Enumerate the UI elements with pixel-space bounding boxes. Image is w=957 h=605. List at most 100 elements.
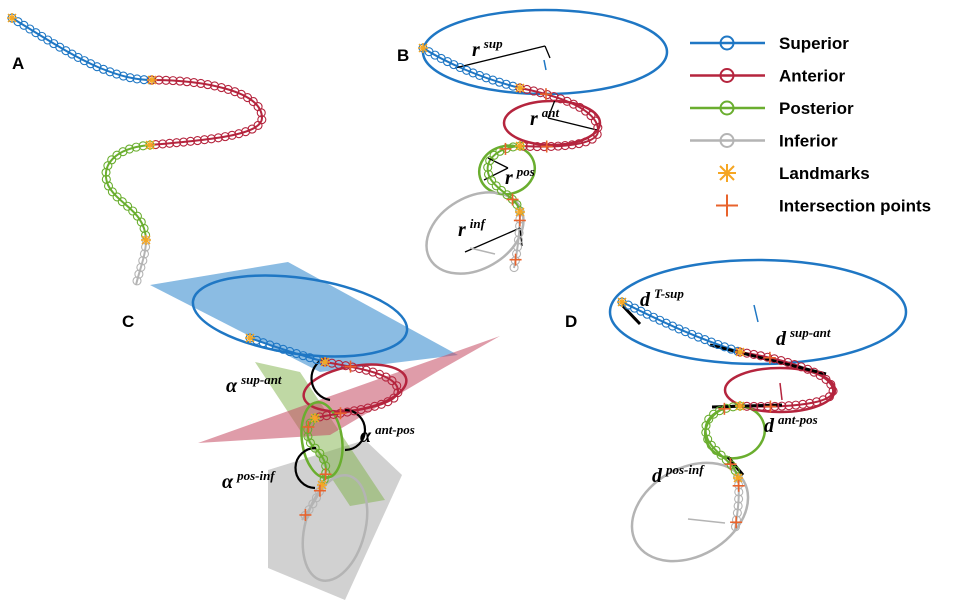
- panel-label-a: A: [12, 54, 24, 73]
- curve-point-marker: [574, 139, 584, 149]
- curve-point-marker: [468, 68, 478, 78]
- intersection-marker: [506, 193, 519, 206]
- curve-point-marker: [701, 427, 711, 438]
- curve-point-marker: [719, 342, 730, 352]
- curve-point-marker: [586, 111, 596, 121]
- curve-point-marker: [227, 130, 237, 140]
- curve-point-marker: [278, 344, 288, 354]
- intersection-marker: [299, 508, 312, 521]
- legend-asterisk-icon: [718, 164, 736, 182]
- landmark-marker: [310, 413, 320, 423]
- radius-line-inf: [464, 227, 521, 253]
- curve-point-marker: [310, 443, 320, 453]
- curve-point-marker: [98, 64, 108, 74]
- curve-point-marker: [513, 235, 523, 245]
- legend-circle-marker: [719, 35, 735, 51]
- intersection-marker: [764, 400, 777, 413]
- curve-point-marker: [182, 77, 192, 87]
- panel-c-superior-segment: [249, 337, 326, 363]
- intersection-marker: [732, 479, 745, 492]
- intersection-marker: [334, 407, 347, 420]
- curve-point-marker: [117, 197, 127, 207]
- curve-point-marker: [687, 329, 697, 339]
- curve-point-marker: [483, 162, 493, 172]
- legend-circle-marker: [719, 133, 735, 148]
- curve-point-marker: [811, 397, 822, 407]
- curve-point-marker: [535, 88, 546, 98]
- curve-point-marker: [501, 79, 511, 89]
- curve-point-marker: [165, 138, 175, 148]
- panel-d-anterior-fit: [723, 366, 837, 414]
- curve-point-marker: [791, 400, 801, 410]
- legend-item: Anterior: [690, 67, 846, 86]
- curve-point-marker: [168, 76, 178, 86]
- legend-item: Posterior: [690, 99, 854, 118]
- curve-point-marker: [513, 242, 523, 252]
- legend-item: Superior: [690, 34, 849, 53]
- curve-point-marker: [680, 327, 690, 337]
- panel-b-posterior-fit: [477, 144, 537, 196]
- curve-point-marker: [206, 134, 216, 144]
- curve-point-marker: [230, 87, 240, 97]
- curve-point-marker: [322, 411, 332, 421]
- curve-point-marker: [509, 263, 519, 273]
- curve-point-marker: [199, 135, 209, 145]
- curve-point-marker: [728, 402, 738, 412]
- panel-a-markers: [7, 13, 267, 286]
- curve-point-marker: [776, 356, 786, 366]
- curve-point-marker: [285, 346, 295, 357]
- curve-point-marker: [196, 78, 206, 89]
- curve-point-marker: [118, 71, 128, 81]
- curve-point-marker: [327, 358, 337, 368]
- legend-circle-marker: [719, 100, 735, 116]
- curve-point-marker: [555, 94, 566, 104]
- curve-point-marker: [732, 508, 742, 518]
- intersection-marker: [724, 458, 737, 471]
- landmark-marker: [7, 13, 17, 23]
- panel-c-markers: [245, 333, 403, 521]
- curve-point-marker: [553, 141, 563, 151]
- curve-point-marker: [592, 129, 602, 139]
- curve-point-marker: [138, 256, 148, 266]
- angle-arc-pos-inf: [294, 446, 317, 490]
- curve-point-marker: [462, 65, 472, 75]
- legend-label: Anterior: [779, 67, 846, 86]
- curve-point-marker: [706, 440, 716, 450]
- curve-point-marker: [488, 75, 498, 85]
- curve-point-marker: [189, 77, 199, 88]
- curve-point-marker: [256, 108, 266, 118]
- intersection-marker: [499, 142, 512, 155]
- curve-point-marker: [525, 141, 535, 151]
- curve-point-marker: [128, 206, 138, 216]
- curve-point-marker: [124, 144, 134, 154]
- landmark-marker: [418, 43, 428, 53]
- curve-point-marker: [112, 150, 122, 160]
- curve-point-marker: [581, 106, 591, 116]
- panel-d-superior-fit: [608, 258, 908, 366]
- landmark-marker: [245, 333, 255, 343]
- curve-point-marker: [522, 84, 532, 94]
- plane-superior: [150, 262, 458, 372]
- curve-point-marker: [742, 348, 752, 358]
- curve-point-marker: [265, 340, 275, 350]
- curve-point-marker: [368, 367, 378, 377]
- curve-point-marker: [376, 399, 386, 409]
- landmark-marker: [617, 297, 627, 307]
- curve-point-marker: [132, 74, 142, 84]
- panel-d-superior-segment: [621, 301, 741, 353]
- curve-point-marker: [158, 139, 168, 149]
- legend-label: Intersection points: [779, 197, 931, 216]
- intersection-marker: [730, 516, 743, 529]
- landmark-marker: [735, 401, 745, 411]
- curve-point-marker: [138, 141, 148, 151]
- panel-a: A: [7, 13, 267, 286]
- curve-point-marker: [590, 116, 600, 126]
- curve-point-marker: [210, 81, 220, 91]
